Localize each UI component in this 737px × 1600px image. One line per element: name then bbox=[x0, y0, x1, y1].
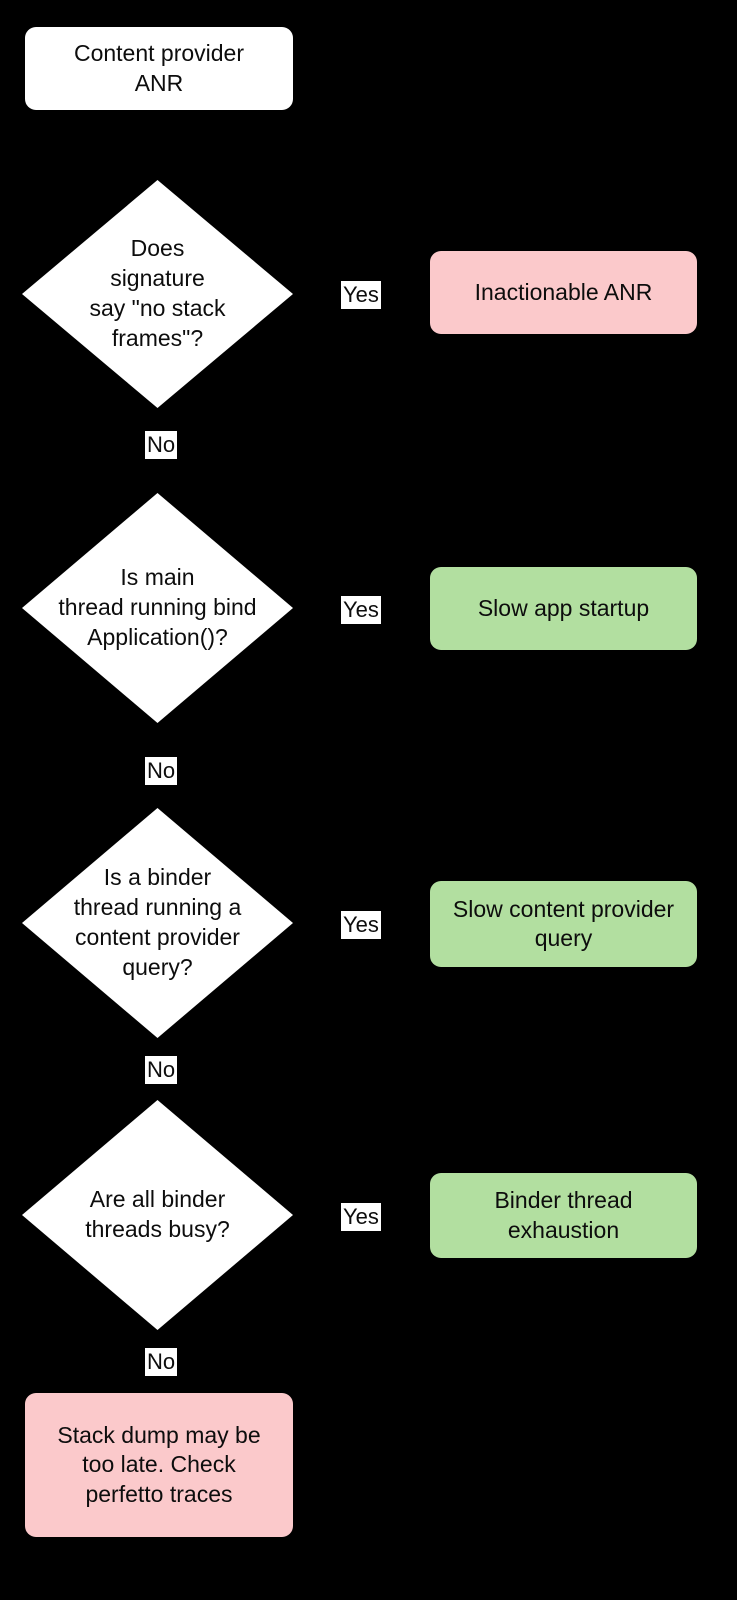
node-decision-signature-no-stack-frames[interactable]: Does signature say "no stack frames"? bbox=[22, 180, 293, 408]
node-result-slow-content-provider-query[interactable]: Slow content provider query bbox=[430, 881, 697, 967]
connector-start-to-decision-1 bbox=[156, 110, 159, 182]
node-decision-main-thread-bind-application[interactable]: Is main thread running bind Application(… bbox=[22, 493, 293, 723]
node-result-inactionable-anr[interactable]: Inactionable ANR bbox=[430, 251, 697, 334]
node-decision-2-label: Is main thread running bind Application(… bbox=[58, 564, 257, 650]
edge-label-decision-2-yes: Yes bbox=[341, 596, 381, 624]
node-result-stack-dump-too-late[interactable]: Stack dump may be too late. Check perfet… bbox=[25, 1393, 293, 1537]
edge-label-decision-3-no: No bbox=[145, 1056, 178, 1084]
node-decision-4-label: Are all binder threads busy? bbox=[85, 1186, 230, 1242]
node-decision-all-binder-threads-busy[interactable]: Are all binder threads busy? bbox=[22, 1100, 293, 1330]
edge-label-decision-4-no: No bbox=[145, 1348, 178, 1376]
edge-label-decision-4-yes: Yes bbox=[341, 1203, 381, 1231]
node-decision-1-label: Does signature say "no stack frames"? bbox=[89, 235, 226, 351]
edge-label-decision-2-no: No bbox=[145, 757, 178, 785]
node-start[interactable]: Content provider ANR bbox=[25, 27, 293, 110]
edge-label-decision-3-yes: Yes bbox=[341, 911, 381, 939]
connector-decision-4-no bbox=[156, 1330, 159, 1426]
node-result-slow-app-startup[interactable]: Slow app startup bbox=[430, 567, 697, 650]
node-decision-3-label: Is a binder thread running a content pro… bbox=[73, 864, 242, 980]
edge-label-decision-1-no: No bbox=[145, 431, 178, 459]
edge-label-decision-1-yes: Yes bbox=[341, 281, 381, 309]
node-result-binder-thread-exhaustion[interactable]: Binder thread exhaustion bbox=[430, 1173, 697, 1258]
node-decision-binder-thread-content-provider-query[interactable]: Is a binder thread running a content pro… bbox=[22, 808, 293, 1038]
